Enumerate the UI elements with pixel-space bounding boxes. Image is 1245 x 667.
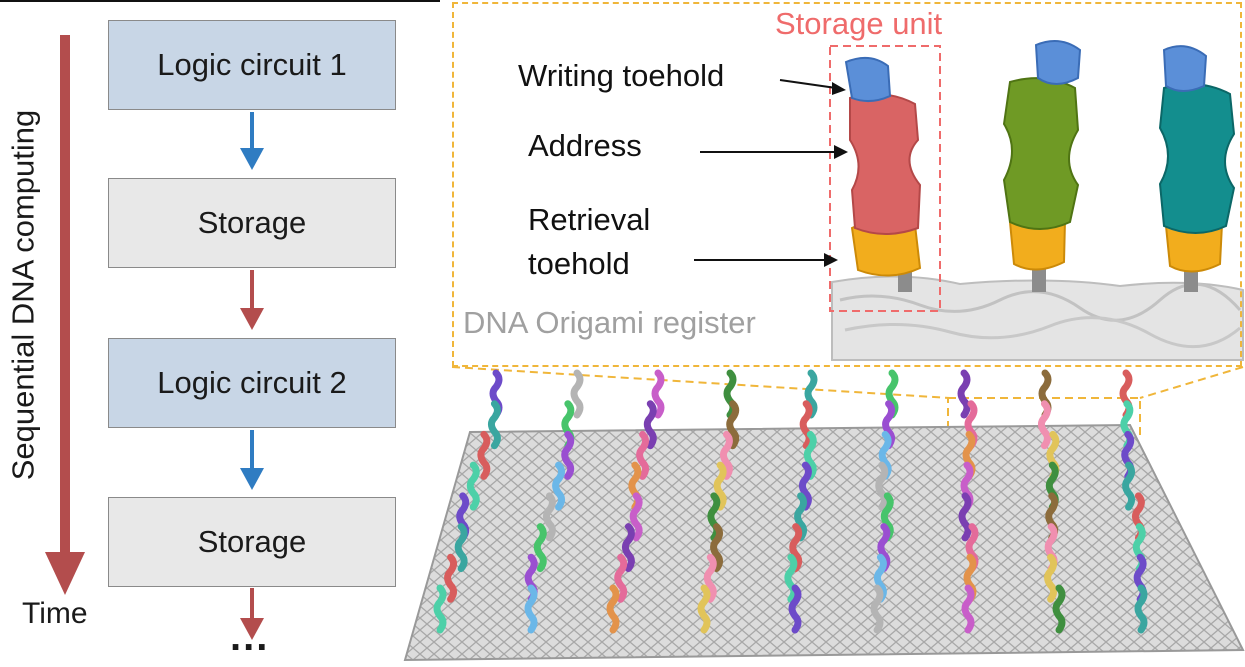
zoom-connector-left <box>451 366 951 399</box>
register-strand <box>877 523 891 573</box>
register-strand <box>870 584 884 634</box>
address-pointer <box>700 145 848 159</box>
register-strand <box>804 369 818 419</box>
register-strand <box>651 369 665 419</box>
register-strand <box>873 553 887 603</box>
register-strand <box>875 461 889 511</box>
storage-strand-2 <box>1002 40 1082 292</box>
storage-unit-title: Storage unit <box>775 6 943 41</box>
storage-unit-outline <box>829 45 941 312</box>
register-strand <box>477 430 491 480</box>
register-strand <box>880 492 894 542</box>
flow-arrow-1 <box>240 112 264 170</box>
register-strand <box>1052 584 1066 634</box>
register-strand <box>561 430 575 480</box>
register-strand <box>533 523 547 573</box>
register-strands <box>433 369 1148 634</box>
storage-zoom-panel <box>452 2 1242 367</box>
top-rule <box>0 0 440 2</box>
register-strand <box>444 553 458 603</box>
retrieval-toehold-pointer <box>694 253 838 267</box>
storage-box-1: Storage <box>108 178 396 268</box>
flow-arrow-3 <box>240 430 264 490</box>
register-strand <box>726 400 740 450</box>
register-strand <box>1134 584 1148 634</box>
storage-strand-1 <box>844 56 922 292</box>
origami-register-label: DNA Origami register <box>463 305 756 340</box>
register-strand <box>643 400 657 450</box>
register-strand <box>621 523 635 573</box>
register-strand <box>1037 400 1051 450</box>
register-strand <box>789 523 803 573</box>
register-strand <box>552 461 566 511</box>
time-label: Time <box>22 597 88 630</box>
storage-strand-3 <box>1158 45 1236 292</box>
writing-toehold-pointer <box>779 79 846 95</box>
register-strand <box>958 492 972 542</box>
register-strand <box>636 430 650 480</box>
register-strand <box>606 584 620 634</box>
retrieval-label-line1: Retrieval <box>528 202 651 237</box>
register-strand <box>798 461 812 511</box>
retrieval-label-line2: toehold <box>528 246 630 281</box>
writing-toehold-label: Writing toehold <box>518 58 725 93</box>
register-strand <box>713 461 727 511</box>
address-label: Address <box>528 128 642 163</box>
register-strand <box>466 461 480 511</box>
register-strand <box>961 584 975 634</box>
register-strand <box>1044 553 1058 603</box>
register-strand <box>719 430 733 480</box>
register-strand <box>629 492 643 542</box>
register-strand <box>885 369 899 419</box>
register-strand <box>878 430 892 480</box>
flow-arrow-4 <box>240 588 264 640</box>
register-strand <box>454 523 468 573</box>
register-strand <box>614 553 628 603</box>
register-strand <box>803 430 817 480</box>
register-strand <box>697 584 711 634</box>
register-strand <box>957 369 971 419</box>
flow-arrow-2 <box>240 270 264 330</box>
register-strand <box>710 523 724 573</box>
register-strand <box>703 553 717 603</box>
register-strand <box>794 492 808 542</box>
register-strand <box>542 492 556 542</box>
register-strand <box>788 584 802 634</box>
register-strand <box>524 584 538 634</box>
zoom-connector-right <box>1139 366 1244 399</box>
register-strand <box>487 400 501 450</box>
register-strand <box>1122 461 1136 511</box>
register-strand <box>433 584 447 634</box>
register-strand <box>570 369 584 419</box>
logic-circuit-2-box: Logic circuit 2 <box>108 338 396 428</box>
storage-box-2: Storage <box>108 497 396 587</box>
register-strand <box>882 400 896 450</box>
time-arrow <box>45 35 85 595</box>
logic-circuit-1-box: Logic circuit 1 <box>108 20 396 110</box>
